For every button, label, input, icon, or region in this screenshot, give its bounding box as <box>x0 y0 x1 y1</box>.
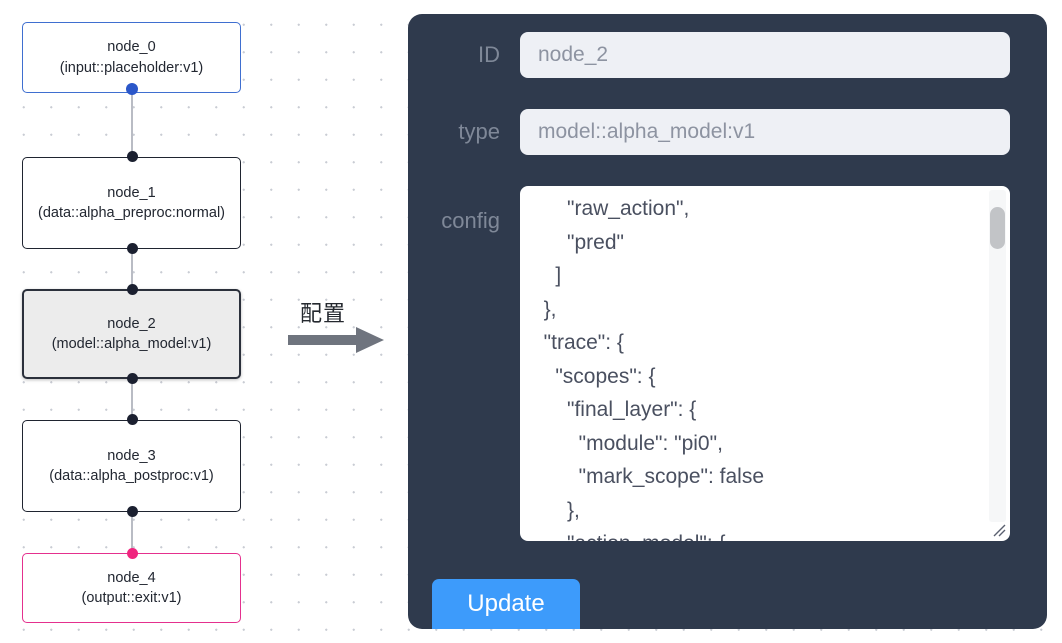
graph-node-label: node_1(data::alpha_preproc:normal) <box>31 183 232 224</box>
graph-node-label: node_2(model::alpha_model:v1) <box>32 314 231 355</box>
id-field-label: ID <box>478 42 500 67</box>
graph-node-title: node_3 <box>107 447 156 464</box>
port-node_2-in[interactable] <box>126 284 138 295</box>
field-row-config: config "raw_action", "pred" ] }, "trace"… <box>420 186 1035 541</box>
graph-node-subtitle: (input::placeholder:v1) <box>59 59 204 76</box>
graph-node-subtitle: (model::alpha_model:v1) <box>51 336 212 352</box>
config-field-label: config <box>441 208 500 233</box>
edge-node0-node1 <box>131 88 133 162</box>
annotation-group: 配置 <box>288 296 398 358</box>
port-node_3-out[interactable] <box>126 506 138 517</box>
annotation-label: 配置 <box>300 302 347 327</box>
graph-node-title: node_1 <box>107 184 156 201</box>
edge-node3-node4 <box>131 510 133 550</box>
graph-canvas[interactable]: node_0(input::placeholder:v1) node_1(dat… <box>0 0 400 643</box>
field-row-type: type <box>420 109 1035 155</box>
config-textarea-wrapper: "raw_action", "pred" ] }, "trace": { "sc… <box>520 186 1010 541</box>
graph-node-label: node_4(output::exit:v1) <box>31 568 232 609</box>
id-input[interactable] <box>520 32 1010 78</box>
graph-node-node_4[interactable]: node_4(output::exit:v1) <box>22 553 241 623</box>
graph-node-node_1[interactable]: node_1(data::alpha_preproc:normal) <box>22 157 241 249</box>
type-field-label: type <box>458 119 500 144</box>
config-textarea[interactable]: "raw_action", "pred" ] }, "trace": { "sc… <box>520 186 1010 541</box>
port-node_4-in[interactable] <box>126 548 138 559</box>
graph-node-label: node_0(input::placeholder:v1) <box>31 37 232 78</box>
graph-node-node_3[interactable]: node_3(data::alpha_postproc:v1) <box>22 420 241 512</box>
update-button[interactable]: Update <box>432 579 580 629</box>
graph-node-subtitle: (data::alpha_preproc:normal) <box>38 205 225 221</box>
type-input[interactable] <box>520 109 1010 155</box>
graph-node-subtitle: (data::alpha_postproc:v1) <box>49 468 214 484</box>
resize-grip-icon[interactable] <box>990 521 1007 538</box>
port-node_1-out[interactable] <box>126 243 138 254</box>
edge-node1-node2 <box>131 245 133 295</box>
graph-node-subtitle: (output::exit:v1) <box>81 590 182 606</box>
port-node_1-in[interactable] <box>126 151 138 162</box>
edge-node2-node3 <box>131 374 133 422</box>
field-row-id: ID <box>420 32 1035 78</box>
port-node_0-out[interactable] <box>126 83 138 95</box>
graph-node-title: node_0 <box>107 39 156 55</box>
node-config-panel: ID type config "raw_action", "pred" ] },… <box>408 14 1047 629</box>
graph-node-title: node_2 <box>107 315 156 332</box>
right-arrow-icon <box>288 327 384 353</box>
graph-node-title: node_4 <box>107 569 156 586</box>
graph-node-node_2[interactable]: node_2(model::alpha_model:v1) <box>22 289 241 379</box>
config-scrollbar-thumb[interactable] <box>990 207 1005 249</box>
graph-node-label: node_3(data::alpha_postproc:v1) <box>31 446 232 487</box>
port-node_3-in[interactable] <box>126 414 138 425</box>
port-node_2-out[interactable] <box>126 373 138 384</box>
